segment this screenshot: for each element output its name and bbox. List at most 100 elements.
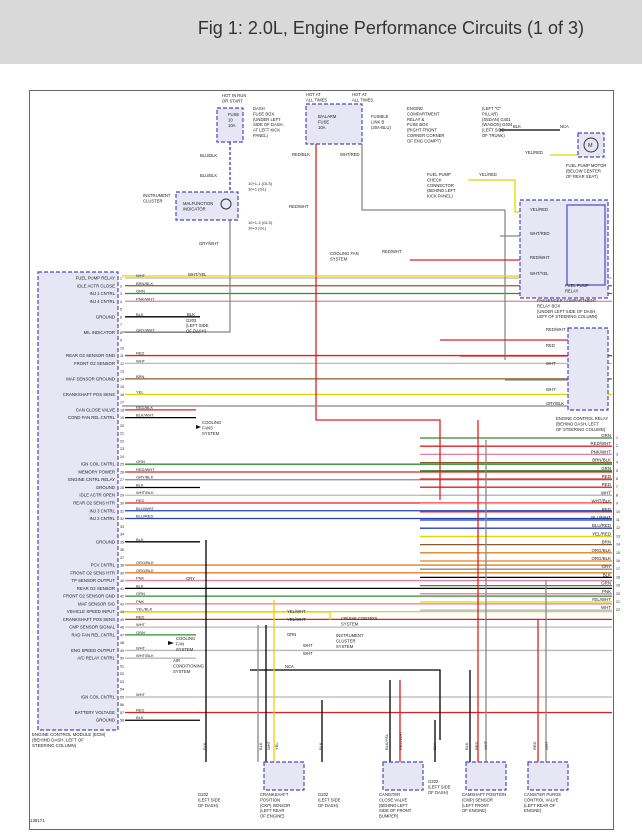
ecm-pin-number: 17 [120,401,124,405]
mil-wire-out-label: GRY/WHT [199,241,219,246]
ecm-pin-label: MEMORY POWER [78,469,115,474]
ecm-wire-label: BRN/BLK [136,281,153,286]
ecm-pin-label: CRANKSHAFT POS SENS [63,617,115,622]
cmp-label: CAMSHAFT POSITION [462,792,506,797]
right-wire-label: PNK [602,589,611,594]
right-wire-pin: 22 [616,608,620,612]
ecm-pin-number: 12 [120,362,124,366]
ecm-pin-label: COND FAN REL CNTRL [68,415,116,420]
right-wire-pin: 16 [616,559,620,563]
cooling-fan-system: SYSTEM [176,647,194,652]
motor-icon-letter: M [588,143,593,149]
wire-layer [122,129,612,762]
ecm-pin-label: MAF SENSOR SIG [78,601,116,606]
ecm-pin-label: FRONT O2 SENS HTR [70,570,115,575]
ecm-wire-label: RED [136,498,145,503]
ecm-pin-label: GROUND [96,718,115,723]
cruise-control-label: CRUISE CONTROL [341,616,379,621]
instrument-cluster-label: CLUSTER [336,638,356,643]
fuel-pump-check-label: CHECK [427,177,442,182]
cruise-yel-wht: YEL/WHT [287,617,306,622]
ecm-pin-number: 16 [120,393,124,397]
engine-control-relay-box [567,327,609,411]
ecm-wire-label: BLK [136,312,144,317]
right-wire-label: GRY [602,564,612,569]
g203-label: G203 [186,318,197,323]
right-wire-label: RED [602,507,611,512]
mil-cluster-title: CLUSTER [143,198,163,203]
ecm-pin-number: 21 [120,432,124,436]
mil-lamp-icon [220,198,232,210]
eng-fuse-wire-right [361,144,506,360]
ecm-pin-number: 46 [120,626,124,630]
ecm-pin-label: MAF SENSOR GROUND [66,376,115,381]
ckp-label: (CKP) SENSOR [260,803,290,808]
dash-fuse-hot: HOT IN RUN [222,93,246,98]
red-wht-label: RED/WHT [289,204,309,209]
mil-wire-in-label: BLU/BLK [200,153,217,158]
ecm-wire-label: YEL/BLK [136,607,153,612]
eng-fuse-desc: CORNER CORNER [407,133,444,138]
ecm-wire-label: RED [136,351,145,356]
ecm-pin-label: IDLE ACTR CLOSE [77,283,115,288]
ecm-wire-label: PNK/WHT [136,296,155,301]
fuel-pump-motor-label: OF REAR SEAT) [566,174,598,179]
ecm-wire-label: RED/BLK [136,405,153,410]
right-wire-pin: 20 [616,592,620,596]
component-layer [37,103,609,791]
right-wire-pin: 6 [616,477,618,481]
right-wire-pin: 8 [616,493,618,497]
ecm-wire-label: BRN [136,374,145,379]
ecm-pin-label: REAR O2 SENSOR [77,586,115,591]
g401-nca-label: NCA [560,124,569,129]
instrument-cluster-label: SYSTEM [336,644,354,649]
right-wire-pin: 14 [616,543,620,547]
ecm-pin-number: 42 [120,595,124,599]
ecm-pin-number: 34 [120,533,124,537]
wht-yel-label: WHT/YEL [188,272,207,277]
right-wire-label: PNK/WHT [591,449,612,454]
ecm-pin-number: 29 [120,494,124,498]
engine-relay-wire-label: RED [546,343,555,348]
ecm-pin-number: 54 [120,688,124,692]
dash-fuse-label: 10A [228,123,236,128]
ecm-wire-label: YEL [136,389,144,394]
cluster-grn: GRN [287,632,296,637]
ecm-pin-number: 48 [120,641,124,645]
ecm-pin-number: 52 [120,672,124,676]
ac-system-label: SYSTEM [173,669,191,674]
ecm-pin-number: 4 [120,300,122,304]
cooling-fans-system: FANS [202,425,213,430]
eng-fuse-wire-right: WHT/RED [340,152,360,157]
g401-label: PILLAR) [482,111,498,116]
engine-relay-wire-label: RED/WHT [546,327,566,332]
fuel-pump-motor-label: (BELOW CENTER [566,168,601,173]
g202-label-c: G202 [428,779,439,784]
cluster-wht: WHT [303,651,313,656]
eng-fuse-label: FUSE [318,119,329,124]
ecm-pin-number: 38 [120,564,124,568]
ecm-wire-label: BLK [136,583,144,588]
ecm-wire-label: GRY/BLK [136,475,154,480]
ecm-caption: (BEHIND DASH, LEFT OF [32,737,84,742]
ecm-pin-label: INJ 4 CNTRL [89,299,115,304]
g202-label-b: (LEFT SIDE [318,797,341,802]
ecm-pin-number: 44 [120,610,124,614]
mil-indicator-label: INDICATOR [183,206,206,211]
ecm-pin-number: 27 [120,478,124,482]
ecm-pin-label: INJ 3 CNTRL [89,508,115,513]
mil-output-wire [122,220,231,333]
right-wire-pin: 2 [616,444,618,448]
eng-fuse-desc: COMPARTMENT [407,111,440,116]
arrow-icon [196,425,201,429]
mil-variant-label: 10+1-1 (GLS) [248,181,273,186]
engine-control-relay-label: (BEHIND DASH, LEFT [556,421,599,426]
ecm-pin-number: 22 [120,439,124,443]
ecm-pin-label: FRONT O2 SENSOR [74,361,115,366]
mil-variant-label: 10+1-3 (GLS) [248,220,273,225]
mil-variant-label: 10+1 (GL) [248,186,267,191]
ecm-wire-label: WHT [136,622,146,627]
dash-fuse-label: 10 [228,117,233,122]
ckp-label: OF ENGINE) [260,814,285,819]
ckp-label: (LEFT REAR [260,808,284,813]
